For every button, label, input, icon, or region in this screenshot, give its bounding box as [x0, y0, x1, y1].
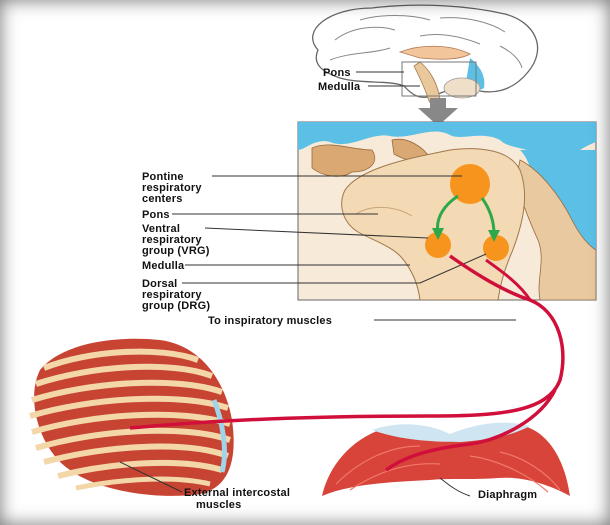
label-pontine-3: centers	[142, 193, 183, 205]
diaphragm	[322, 423, 570, 496]
label-ventral-3: group (VRG)	[142, 245, 210, 257]
label-external-2: muscles	[196, 499, 241, 511]
label-medulla-mid: Medulla	[142, 260, 185, 272]
label-pons-top: Pons	[323, 67, 351, 79]
label-diaphragm: Diaphragm	[478, 489, 537, 501]
label-medulla-top: Medulla	[318, 81, 361, 93]
rib-cage	[30, 339, 234, 496]
label-external-1: External intercostal	[184, 487, 290, 499]
label-to-inspiratory: To inspiratory muscles	[208, 315, 332, 327]
label-pons-mid: Pons	[142, 209, 170, 221]
label-dorsal-3: group (DRG)	[142, 300, 210, 312]
drg-dot	[483, 235, 509, 261]
brainstem-detail	[298, 122, 596, 300]
leader-diaphragm	[440, 478, 470, 496]
cerebellum-small	[444, 78, 480, 98]
